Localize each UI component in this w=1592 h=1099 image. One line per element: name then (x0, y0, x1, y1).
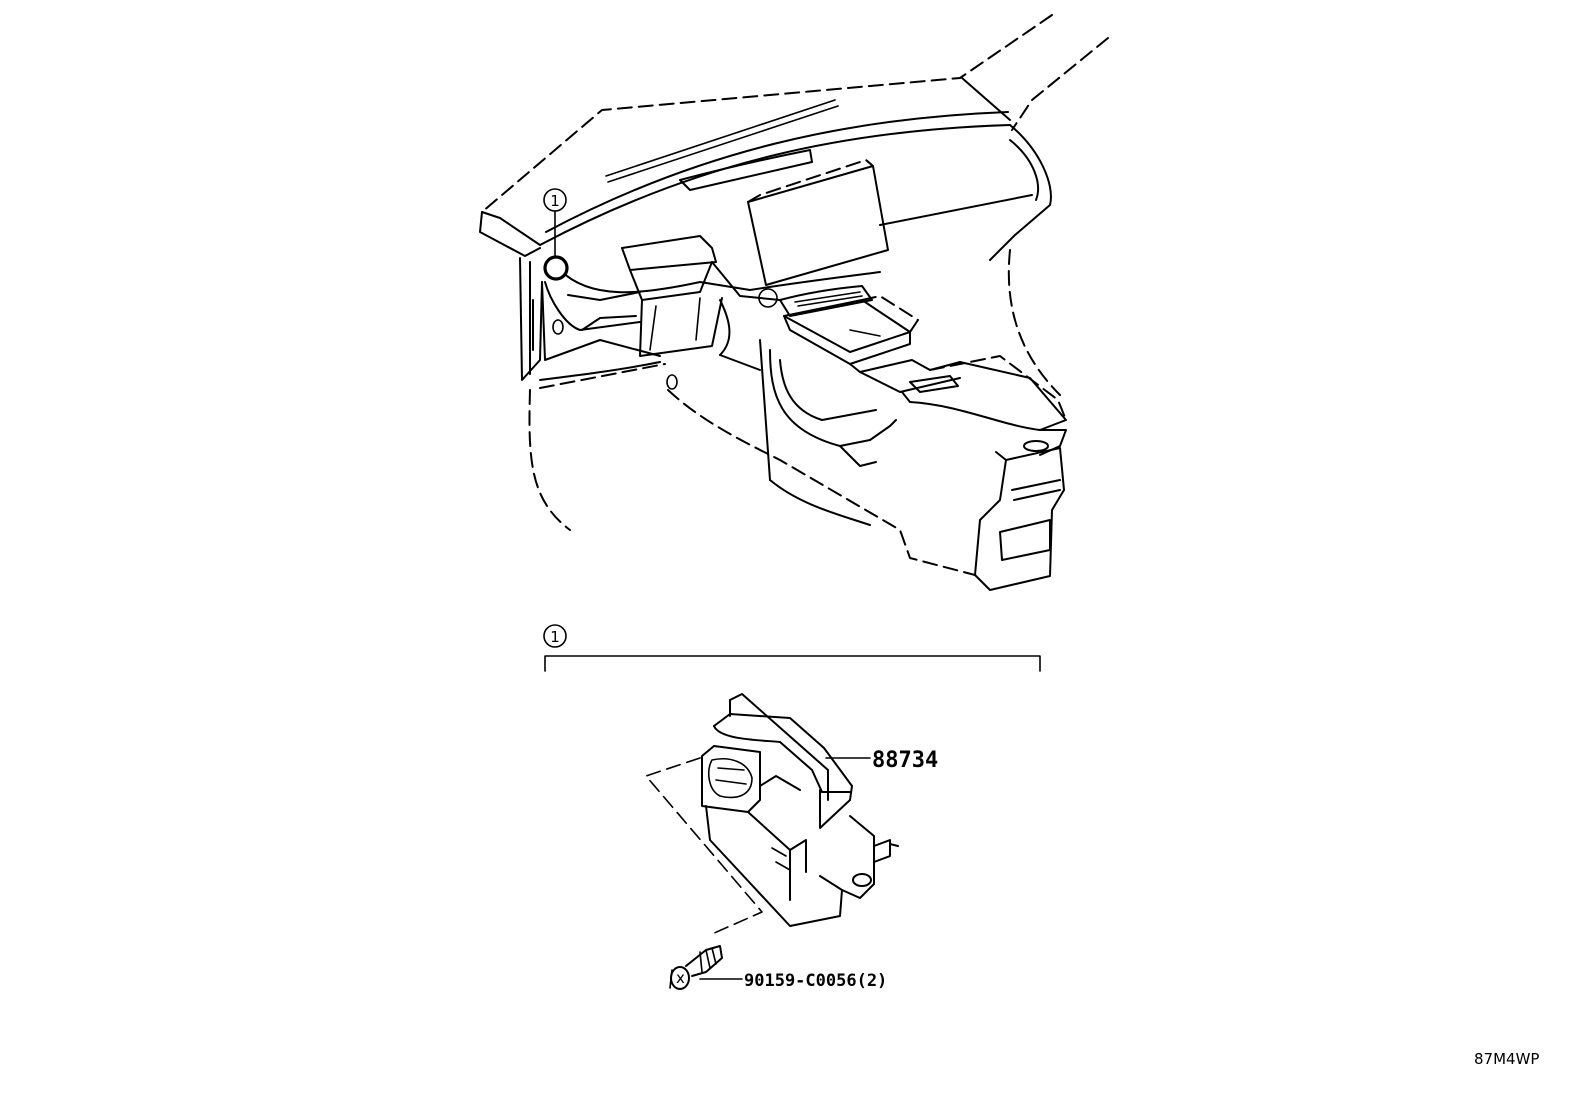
part-location-marker (543, 255, 569, 281)
part-label-88734: 88734 (872, 748, 938, 773)
callout-1-top-label: 1 (550, 192, 560, 210)
instrument-panel-illustration (479, 14, 1109, 591)
callout-1-detail-label: 1 (550, 628, 560, 646)
svg-text:x: x (676, 969, 685, 987)
callout-1-top: 1 (543, 188, 567, 258)
part-label-90159-C0056: 90159-C0056(2) (744, 971, 887, 991)
callout-1-detail-bracket: 1 (543, 624, 1041, 672)
figure-reference-code: 87M4WP (1474, 1050, 1539, 1068)
module-88734-illustration (701, 693, 899, 927)
install-path-line (645, 757, 763, 935)
bolt-illustration: x (669, 945, 723, 990)
